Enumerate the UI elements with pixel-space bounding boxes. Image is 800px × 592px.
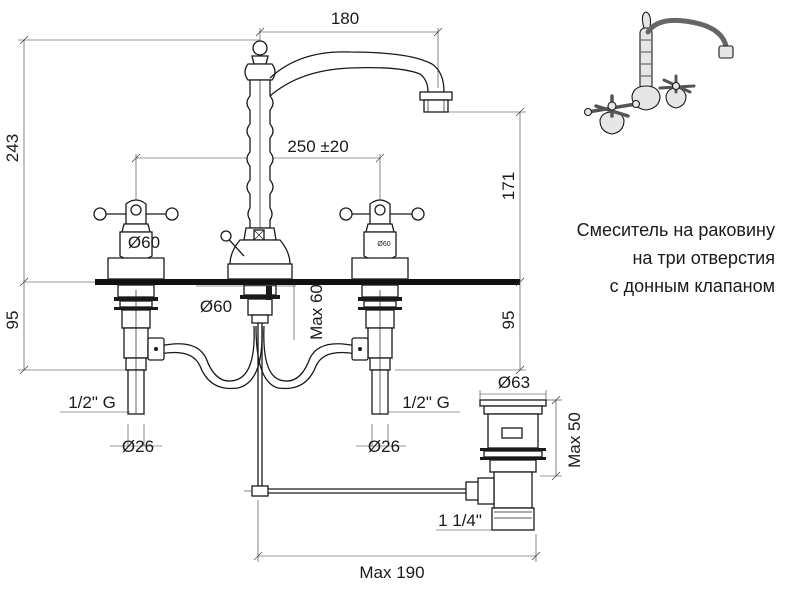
dim-base-diameter: Ø60: [200, 297, 232, 316]
right-dimension-lines: [395, 107, 526, 375]
dim-below-right: 95: [499, 311, 518, 330]
lift-rod: [244, 323, 468, 497]
dim-spout-height: 171: [499, 172, 518, 200]
basin-surface: [24, 279, 520, 285]
dim-drain-thread: 1 1/4": [438, 511, 482, 530]
dim-pipe-right: Ø26: [368, 437, 400, 456]
drain-dimensions: [253, 390, 562, 562]
thread-leaders: [60, 282, 460, 447]
right-handle: [339, 199, 425, 280]
dim-max-mount: Max 60: [307, 284, 326, 340]
dim-drain-top: Ø63: [498, 373, 530, 392]
left-valve-body: [114, 284, 158, 415]
dim-thread-right: 1/2" G: [402, 393, 450, 412]
dim-handle-diameter: Ø60: [128, 233, 160, 252]
spout-shank: [240, 284, 280, 324]
dim-below-left: 95: [3, 311, 22, 330]
dim-total-height: 243: [3, 134, 22, 162]
dim-hole-spacing: 250 ±20: [287, 137, 348, 156]
caption-line-3: с донным клапаном: [609, 276, 775, 296]
dim-rod-reach: Max 190: [359, 563, 424, 582]
caption-line-1: Смеситель на раковину: [576, 220, 775, 240]
left-handle: [93, 199, 179, 280]
dim-small-label: Ø60: [377, 241, 390, 248]
dim-pipe-left: Ø26: [122, 437, 154, 456]
dim-spout-reach: 180: [331, 9, 359, 28]
dim-thread-left: 1/2" G: [68, 393, 116, 412]
left-dimension-lines: [18, 35, 260, 375]
right-valve-body: [358, 284, 402, 415]
drain-valve: [465, 399, 547, 531]
spout-body: [220, 40, 453, 280]
product-photo: [583, 11, 734, 135]
caption-line-2: на три отверстия: [632, 248, 775, 268]
dim-drain-height: Max 50: [565, 412, 584, 468]
